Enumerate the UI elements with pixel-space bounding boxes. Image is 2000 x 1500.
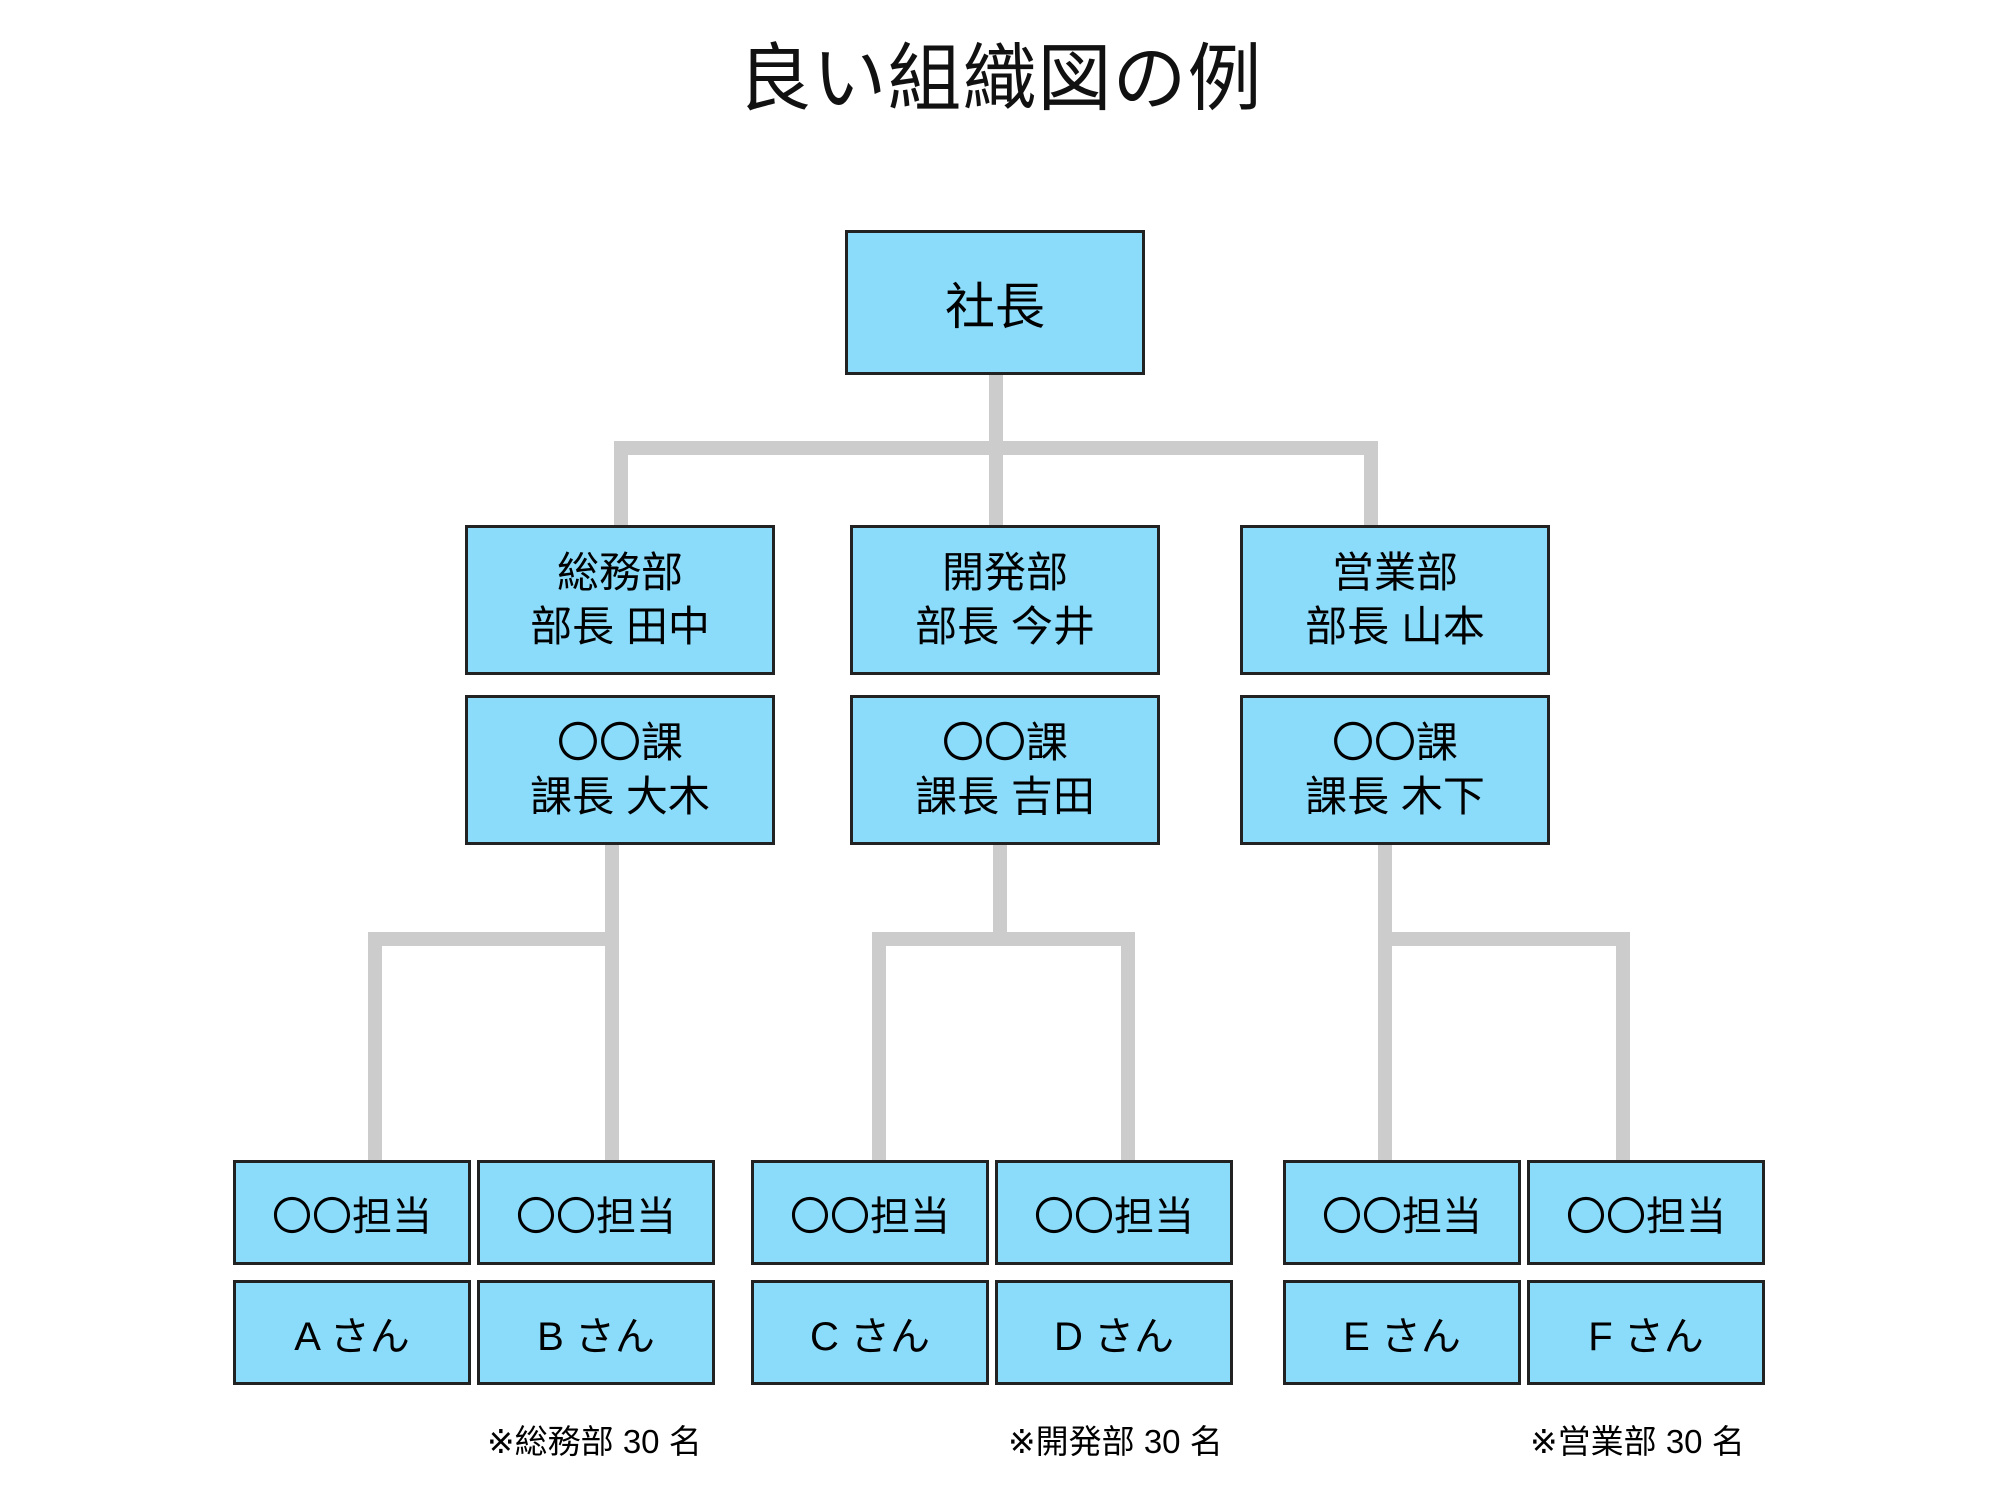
connector-sect1-stem xyxy=(605,843,619,943)
section-2-head: 課長 吉田 xyxy=(915,773,1095,820)
node-role-d[interactable]: 〇〇担当 xyxy=(995,1160,1233,1265)
connector-sect2-drop-left xyxy=(872,932,886,1162)
page-title: 良い組織図の例 xyxy=(737,37,1263,120)
connector-sect3-drop-right xyxy=(1616,932,1630,1162)
connector-drop-dept-1 xyxy=(614,441,628,527)
node-ceo-label: 社長 xyxy=(945,278,1045,335)
node-role-b[interactable]: 〇〇担当 xyxy=(477,1160,715,1265)
node-person-f[interactable]: F さん xyxy=(1527,1280,1765,1385)
section-3-head: 課長 木下 xyxy=(1305,773,1485,820)
connector-ceo-stem xyxy=(989,372,1003,448)
role-c-label: 〇〇担当 xyxy=(790,1194,950,1239)
node-ceo[interactable]: 社長 xyxy=(845,230,1145,375)
role-b-label: 〇〇担当 xyxy=(516,1194,676,1239)
node-person-b[interactable]: B さん xyxy=(477,1280,715,1385)
node-person-e[interactable]: E さん xyxy=(1283,1280,1521,1385)
node-department-2[interactable]: 開発部 部長 今井 xyxy=(850,525,1160,675)
connector-sect1-drop-left xyxy=(368,932,382,1162)
role-e-label: 〇〇担当 xyxy=(1322,1194,1482,1239)
role-f-label: 〇〇担当 xyxy=(1566,1194,1726,1239)
node-person-d[interactable]: D さん xyxy=(995,1280,1233,1385)
connector-sect3-stem xyxy=(1378,843,1392,943)
connector-sect3-drop-left xyxy=(1378,932,1392,1162)
connector-sect1-drop-right xyxy=(605,932,619,1162)
node-person-c[interactable]: C さん xyxy=(751,1280,989,1385)
department-1-head: 部長 田中 xyxy=(530,603,710,650)
department-2-head: 部長 今井 xyxy=(915,603,1095,650)
node-role-c[interactable]: 〇〇担当 xyxy=(751,1160,989,1265)
node-role-a[interactable]: 〇〇担当 xyxy=(233,1160,471,1265)
person-b-label: B さん xyxy=(537,1314,655,1359)
person-d-label: D さん xyxy=(1054,1314,1174,1359)
node-person-a[interactable]: A さん xyxy=(233,1280,471,1385)
node-department-1[interactable]: 総務部 部長 田中 xyxy=(465,525,775,675)
person-c-label: C さん xyxy=(810,1314,930,1359)
footnote-department-2: ※開発部 30 名 xyxy=(1008,1423,1223,1460)
connector-sect1-bus xyxy=(368,932,619,946)
department-3-name: 営業部 xyxy=(1331,549,1458,597)
department-3-head: 部長 山本 xyxy=(1305,603,1485,650)
footnote-department-3: ※営業部 30 名 xyxy=(1530,1423,1745,1460)
section-1-name: 〇〇課 xyxy=(556,719,683,767)
department-2-name: 開発部 xyxy=(941,549,1068,597)
connector-sect3-bus xyxy=(1378,932,1630,946)
person-e-label: E さん xyxy=(1343,1314,1461,1359)
role-a-label: 〇〇担当 xyxy=(272,1194,432,1239)
connector-sect2-stem xyxy=(993,843,1007,943)
node-department-3[interactable]: 営業部 部長 山本 xyxy=(1240,525,1550,675)
connector-sect2-drop-right xyxy=(1121,932,1135,1162)
connector-drop-dept-2 xyxy=(989,441,1003,527)
node-role-e[interactable]: 〇〇担当 xyxy=(1283,1160,1521,1265)
footnote-department-1: ※総務部 30 名 xyxy=(487,1423,702,1460)
person-f-label: F さん xyxy=(1588,1314,1704,1359)
department-1-name: 総務部 xyxy=(556,549,683,597)
role-d-label: 〇〇担当 xyxy=(1034,1194,1194,1239)
node-section-2[interactable]: 〇〇課 課長 吉田 xyxy=(850,695,1160,845)
node-role-f[interactable]: 〇〇担当 xyxy=(1527,1160,1765,1265)
section-1-head: 課長 大木 xyxy=(530,773,710,820)
section-3-name: 〇〇課 xyxy=(1331,719,1458,767)
section-2-name: 〇〇課 xyxy=(941,719,1068,767)
connector-drop-dept-3 xyxy=(1364,441,1378,527)
person-a-label: A さん xyxy=(294,1314,410,1359)
node-section-1[interactable]: 〇〇課 課長 大木 xyxy=(465,695,775,845)
node-section-3[interactable]: 〇〇課 課長 木下 xyxy=(1240,695,1550,845)
connector-sect2-bus xyxy=(872,932,1135,946)
